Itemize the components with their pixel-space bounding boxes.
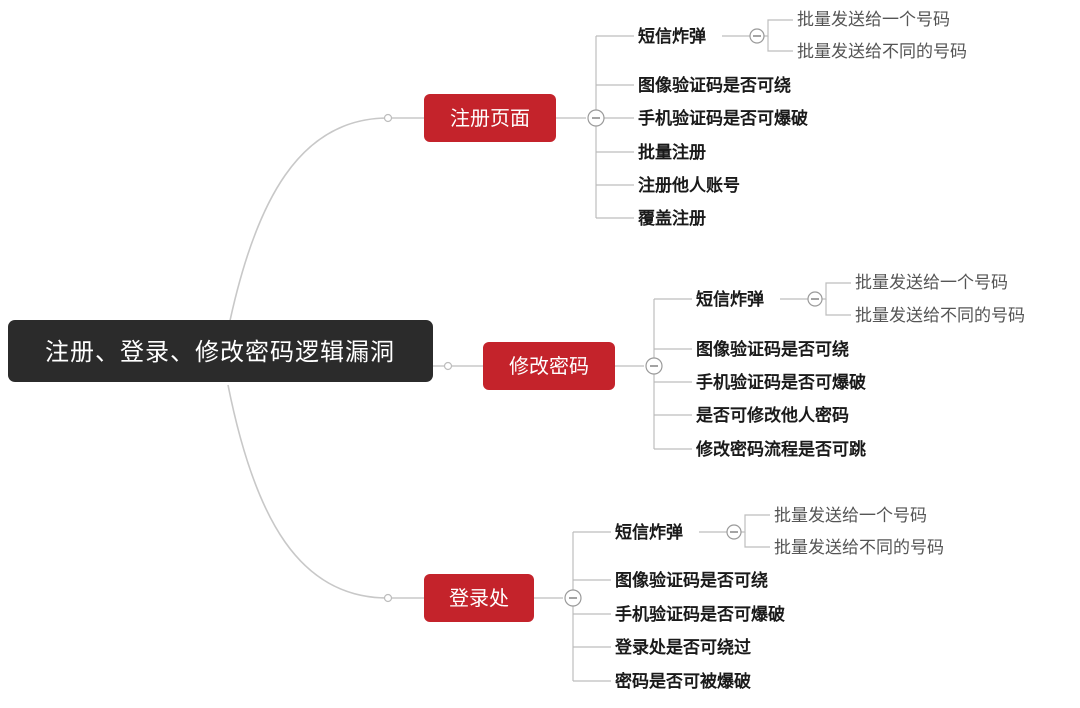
collapse-toggle[interactable] xyxy=(807,291,823,307)
connector-dot xyxy=(383,593,393,603)
leaf-sms-bomb: 短信炸弹 xyxy=(696,289,764,310)
sub-leaf: 批量发送给不同的号码 xyxy=(797,42,967,62)
sub-leaf: 批量发送给一个号码 xyxy=(855,273,1008,293)
leaf-sms-bomb: 短信炸弹 xyxy=(638,26,706,47)
collapse-toggle[interactable] xyxy=(564,589,582,607)
branch-label: 修改密码 xyxy=(509,354,589,378)
collapse-toggle[interactable] xyxy=(726,524,742,540)
branch-label: 登录处 xyxy=(449,586,509,610)
leaf-node: 注册他人账号 xyxy=(638,175,740,196)
sub-leaf: 批量发送给不同的号码 xyxy=(855,306,1025,326)
root-node[interactable]: 注册、登录、修改密码逻辑漏洞 xyxy=(8,320,433,382)
sub-leaf: 批量发送给一个号码 xyxy=(797,10,950,30)
sub-leaf: 批量发送给一个号码 xyxy=(774,506,927,526)
leaf-node: 图像验证码是否可绕 xyxy=(615,570,768,591)
leaf-node: 手机验证码是否可爆破 xyxy=(638,108,808,129)
branch-node-register[interactable] xyxy=(424,94,556,142)
leaf-node: 修改密码流程是否可跳 xyxy=(695,439,866,460)
leaf-node: 覆盖注册 xyxy=(638,208,706,229)
connector-dot xyxy=(443,361,453,371)
root-label: 注册、登录、修改密码逻辑漏洞 xyxy=(45,338,395,366)
branch-label: 注册页面 xyxy=(450,106,530,130)
connector-dot xyxy=(383,113,393,123)
collapse-toggle[interactable] xyxy=(645,357,663,375)
leaf-node: 图像验证码是否可绕 xyxy=(696,339,849,360)
collapse-toggle[interactable] xyxy=(587,109,605,127)
sub-leaf: 批量发送给不同的号码 xyxy=(774,538,944,558)
branch-node-change-password[interactable] xyxy=(483,342,615,390)
leaf-node: 密码是否可被爆破 xyxy=(615,671,751,692)
branch-node-login[interactable] xyxy=(424,574,534,622)
collapse-toggle[interactable] xyxy=(749,28,765,44)
branch-login: 登录处 短信炸弹 批量发送给一个号码 批量发送给不同的号码 图像验证码是否可绕 … xyxy=(424,506,944,692)
leaf-node: 是否可修改他人密码 xyxy=(696,405,849,426)
branch-register: 注册页面 短信炸弹 批量发送给一个号码 批量发送给不同的号码 图像验证码是否可绕… xyxy=(424,10,967,229)
leaf-node: 手机验证码是否可爆破 xyxy=(615,604,785,625)
branch-change-password: 修改密码 短信炸弹 批量发送给一个号码 批量发送给不同的号码 图像验证码是否可绕… xyxy=(483,273,1025,460)
leaf-node: 图像验证码是否可绕 xyxy=(638,75,791,96)
leaf-node: 登录处是否可绕过 xyxy=(614,637,751,658)
leaf-node: 手机验证码是否可爆破 xyxy=(696,372,866,393)
leaf-sms-bomb: 短信炸弹 xyxy=(615,522,683,543)
leaf-node: 批量注册 xyxy=(638,142,706,163)
